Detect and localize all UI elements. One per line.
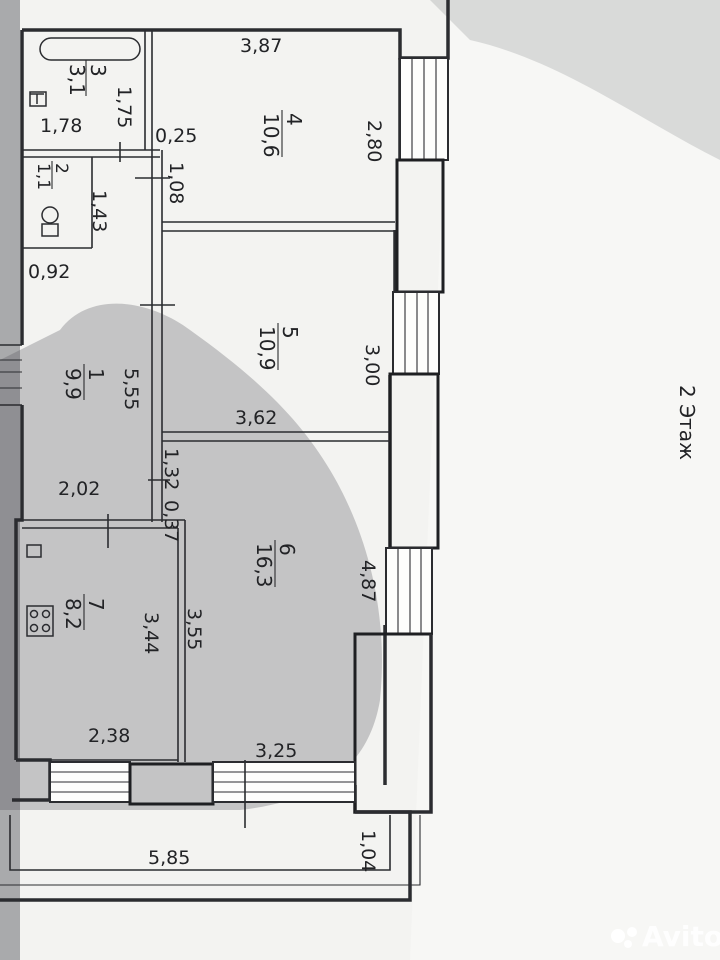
dim-3-87: 3,87 — [240, 35, 282, 57]
window-room5 — [392, 291, 440, 375]
partition-5-6 — [162, 431, 390, 442]
corner-wall — [355, 634, 433, 814]
dim-5-85: 5,85 — [148, 847, 190, 869]
room-2-area: 1,1 — [33, 163, 53, 190]
room-7-area: 8,2 — [61, 598, 85, 630]
floor-label: 2 Этаж — [675, 385, 699, 460]
dim-1-43: 1,43 — [88, 190, 110, 232]
entrance-door — [0, 344, 22, 406]
partition-4-5 — [162, 221, 395, 232]
room-5-label: 5 10,9 — [255, 323, 302, 371]
room-1-area: 9,9 — [61, 368, 85, 400]
top-right-shadow — [430, 0, 720, 160]
stove-icon — [26, 605, 54, 637]
toilet-tank-icon — [41, 223, 59, 237]
dim-3-62: 3,62 — [235, 407, 277, 429]
dim-0-92: 0,92 — [28, 261, 70, 283]
room-4-label: 4 10,6 — [259, 110, 306, 158]
room-7-number: 7 — [84, 598, 108, 611]
room-2-label: 2 1,1 — [33, 161, 71, 190]
hand-shadow — [0, 303, 382, 810]
dim-2-38: 2,38 — [88, 725, 130, 747]
room-6-area: 16,3 — [252, 543, 276, 588]
dim-3-00: 3,00 — [361, 344, 383, 386]
dim-1-04: 1,04 — [357, 830, 379, 872]
wc-walls — [21, 157, 93, 249]
dim-1-78: 1,78 — [40, 115, 82, 137]
partition-bath-room4 — [144, 30, 153, 150]
dim-1-08: 1,08 — [165, 162, 187, 204]
room-1-label: 1 9,9 — [61, 364, 108, 400]
partition-kitchen-top — [22, 519, 185, 529]
room-1-number: 1 — [84, 368, 108, 381]
corridor-wall — [151, 150, 163, 522]
balcony-outline — [9, 815, 391, 871]
bathtub-icon — [39, 37, 141, 61]
room-5-area: 10,9 — [255, 326, 279, 371]
dim-2-80: 2,80 — [363, 120, 385, 162]
sink-icon-kitchen — [26, 544, 42, 558]
avito-logo-icon — [611, 929, 625, 943]
dim-3-55: 3,55 — [183, 608, 205, 650]
partition-bath-wc — [22, 149, 160, 158]
dim-1-75: 1,75 — [113, 86, 135, 128]
room-6-number: 6 — [275, 543, 299, 556]
room-4-number: 4 — [282, 113, 306, 126]
partition-kitchen-room6 — [177, 520, 186, 762]
dim-3-44: 3,44 — [140, 612, 162, 654]
towel-icon — [29, 91, 47, 107]
avito-watermark: Avito — [611, 920, 720, 953]
balcony-rail — [0, 815, 421, 886]
dim-1-32: 1,32 — [160, 448, 182, 490]
dim-0-25: 0,25 — [155, 125, 197, 147]
room-6-label: 6 16,3 — [252, 540, 299, 588]
room-5-number: 5 — [278, 326, 302, 339]
toilet-icon — [41, 206, 59, 224]
avito-watermark-text: Avito — [642, 920, 720, 953]
room-4-area: 10,6 — [259, 113, 283, 158]
paper-right-area — [410, 0, 720, 960]
room-7-label: 7 8,2 — [61, 594, 108, 630]
dim-4-87: 4,87 — [357, 560, 379, 602]
room-3-number: 3 — [86, 64, 110, 77]
room-2-number: 2 — [51, 163, 71, 174]
entrance-door-lines — [0, 359, 22, 389]
window-room6 — [385, 547, 433, 635]
dim-2-02: 2,02 — [58, 478, 100, 500]
sink-icon-bath — [30, 93, 44, 104]
room-3-area: 3,1 — [65, 64, 89, 96]
dim-5-55: 5,55 — [120, 368, 142, 410]
dim-0-37: 0,37 — [160, 500, 182, 542]
room-3-label: 3 3,1 — [65, 60, 110, 96]
dim-3-25: 3,25 — [255, 740, 297, 762]
